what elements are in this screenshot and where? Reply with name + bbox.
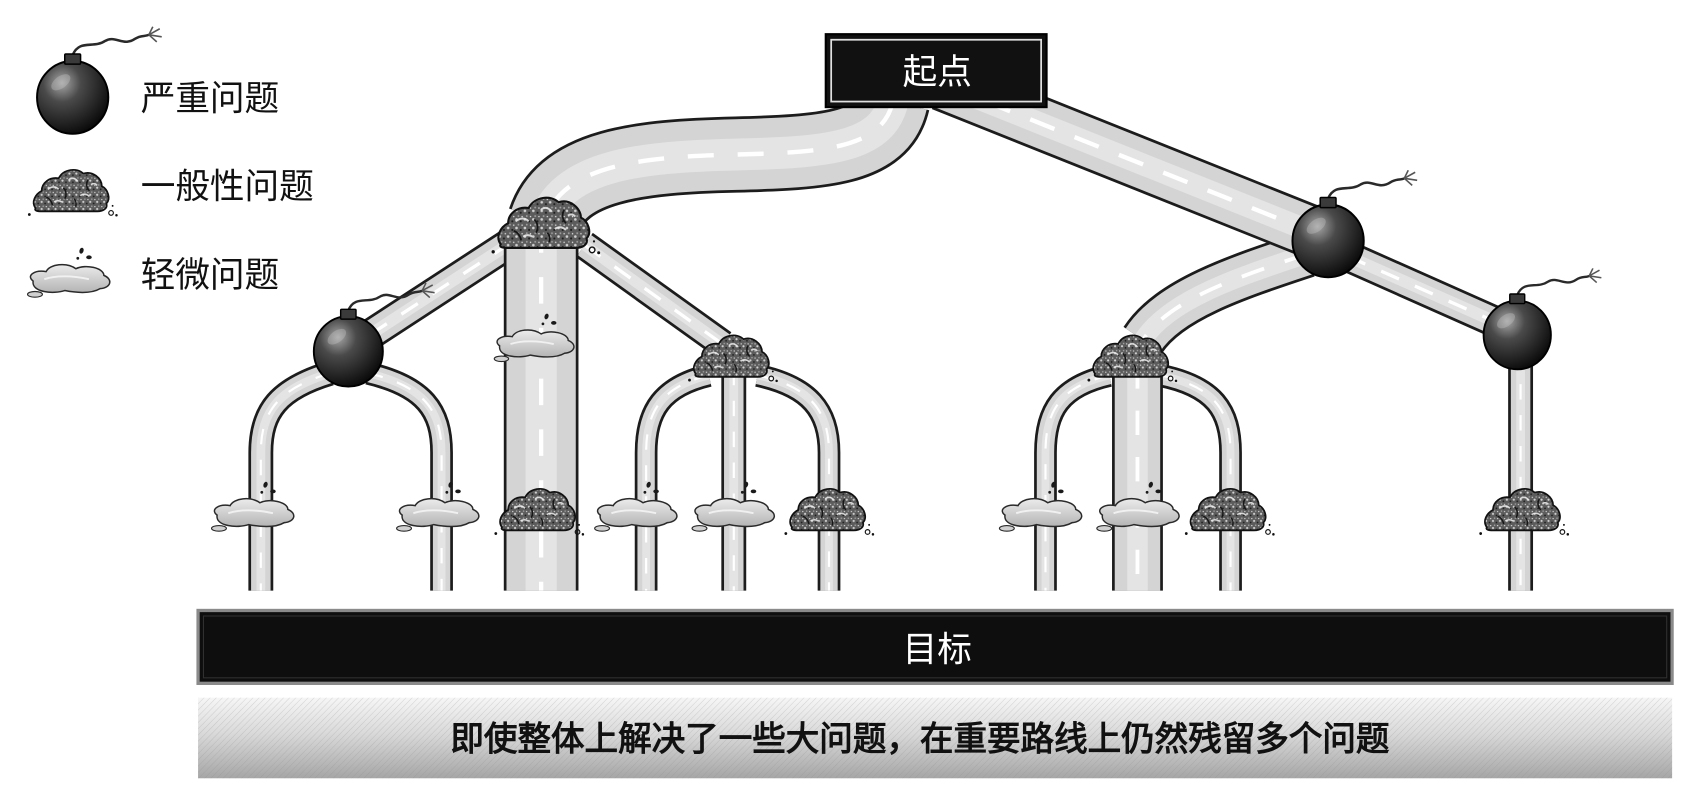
road-bomb-right-branch <box>365 361 453 591</box>
legend: 严重问题 一般性问题 轻微问题 <box>26 26 314 299</box>
road-center-dashes <box>354 241 512 346</box>
legend-item-general: 一般性问题 <box>27 167 314 218</box>
road-left-hub-to-bomb <box>346 229 520 358</box>
goal-bar-inner-line <box>202 615 1668 679</box>
goal-bar-frame <box>196 608 1674 685</box>
goal-label: 目标 <box>903 630 972 670</box>
rock-icon <box>1184 487 1276 537</box>
legend-item-minor: 轻微问题 <box>26 246 279 299</box>
road-sheen <box>529 96 909 227</box>
road-center-dashes <box>1141 252 1308 342</box>
legend-label-serious: 严重问题 <box>141 79 279 119</box>
start-box-inner-border <box>830 38 1043 103</box>
road-right-rock-right-branch <box>1157 363 1242 591</box>
start-box: 起点 <box>824 33 1048 109</box>
road-center-dashes <box>1044 374 1110 591</box>
road-center-dashes <box>645 374 710 591</box>
road-center-dashes <box>583 243 724 346</box>
rock-icon <box>1478 487 1570 537</box>
road-start-to-left-hub <box>509 89 930 236</box>
road-bomb-left-branch <box>248 360 334 591</box>
caption-texture <box>198 697 1673 779</box>
rock-icon <box>27 168 119 218</box>
legend-label-minor: 轻微问题 <box>141 256 279 296</box>
goal-bar: 目标 <box>196 608 1674 685</box>
rock-icon <box>783 487 876 537</box>
bomb-icon <box>1482 268 1603 371</box>
puddle-icon <box>26 246 111 299</box>
road-right-hub-to-rock <box>1123 231 1315 355</box>
legend-item-serious: 严重问题 <box>35 26 279 135</box>
start-box-frame <box>824 33 1048 109</box>
road-rock-left-branch <box>634 364 712 591</box>
road-start-to-right-hub <box>931 58 1333 262</box>
bomb-icon <box>1291 170 1419 279</box>
road-center-dashes <box>259 372 331 591</box>
start-label: 起点 <box>903 53 972 93</box>
problem-markers <box>210 170 1603 537</box>
roads <box>248 58 1534 591</box>
road-center-dashes <box>1159 374 1232 591</box>
caption-text: 即使整体上解决了一些大问题，在重要路线上仍然残留多个问题 <box>450 719 1389 758</box>
road-center-dashes <box>757 374 831 591</box>
road-right-hub-to-bomb <box>1341 241 1513 342</box>
road-center-dashes <box>940 81 1324 239</box>
legend-label-general: 一般性问题 <box>141 167 314 207</box>
road-center-dashes <box>1346 254 1508 329</box>
road-left-hub-to-rock <box>576 232 732 357</box>
road-rock-right-branch <box>755 363 841 591</box>
road-right-rock-left-branch <box>1034 364 1113 591</box>
caption-band: 即使整体上解决了一些大问题，在重要路线上仍然残留多个问题 <box>198 697 1673 779</box>
road-center-dashes <box>367 372 443 591</box>
